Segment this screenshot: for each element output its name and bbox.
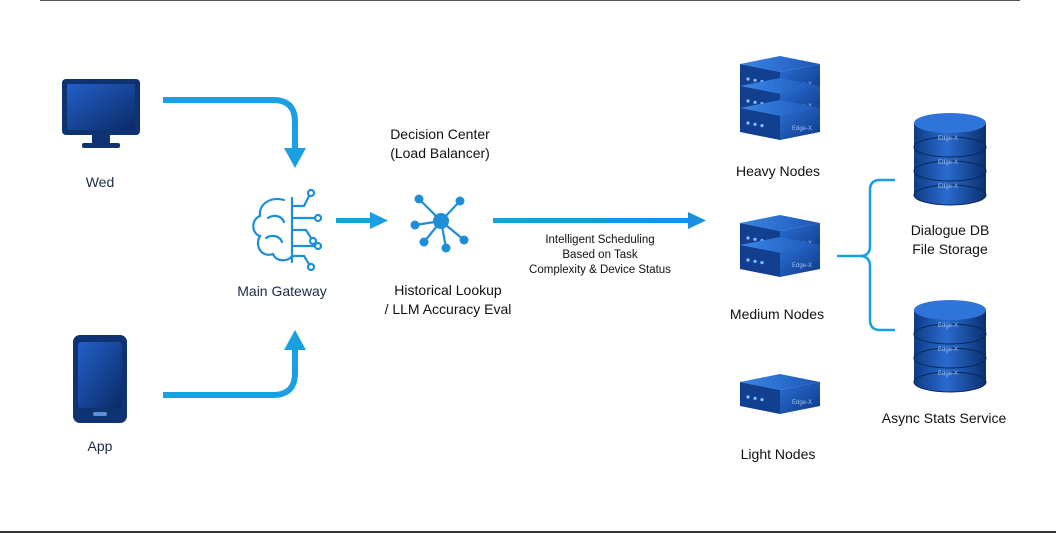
dialogue-db-line1: Dialogue DB <box>910 222 990 238</box>
arrow-decision-to-nodes <box>493 212 706 229</box>
scheduling-caption: Intelligent Scheduling Based on Task Com… <box>505 233 695 278</box>
decision-center-subtitle: Historical Lookup / LLM Accuracy Eval <box>368 281 528 319</box>
scheduling-line2: Based on Task <box>562 249 638 261</box>
decision-center-title-line2: (Load Balancer) <box>390 145 490 161</box>
stats-db-cylinder: Edge-X Edge-X Edge-X <box>913 300 987 393</box>
decision-center-title-line1: Decision Center <box>390 126 490 142</box>
db-badge: Edge-X <box>938 323 958 329</box>
top-rule <box>40 0 1020 1</box>
smartphone-icon <box>73 335 127 423</box>
scheduling-line1: Intelligent Scheduling <box>545 234 655 246</box>
brain-circuit-icon <box>252 188 323 272</box>
stats-service-label: Async Stats Service <box>881 410 1007 426</box>
server-badge: Edge-X <box>792 126 812 132</box>
decision-center-title: Decision Center (Load Balancer) <box>370 125 510 163</box>
db-badge: Edge-X <box>938 136 958 142</box>
light-nodes-label: Light Nodes <box>740 446 816 462</box>
db-badge: Edge-X <box>938 347 958 353</box>
db-badge: Edge-X <box>938 184 958 190</box>
medium-server-unit: Edge-X <box>740 237 820 277</box>
decision-center-sub-line2: / LLM Accuracy Eval <box>384 301 512 317</box>
db-badge: Edge-X <box>938 160 958 166</box>
medium-nodes-label: Medium Nodes <box>729 306 825 322</box>
server-badge: Edge-X <box>792 400 812 406</box>
heavy-server-unit: Edge-X <box>740 100 820 140</box>
app-client-label: App <box>87 438 113 454</box>
arrow-app-to-gateway <box>163 330 306 398</box>
database-stacks: Edge-X Edge-X Edge-X Edge-X Edge-X Edge-X <box>913 113 987 393</box>
arrow-gateway-to-decision <box>336 212 388 229</box>
server-badge: Edge-X <box>792 263 812 269</box>
network-hub-icon <box>410 194 469 253</box>
gateway-label: Main Gateway <box>237 283 327 299</box>
dialogue-db-cylinder: Edge-X Edge-X Edge-X <box>913 113 987 206</box>
scheduling-line3: Complexity & Device Status <box>529 264 671 276</box>
bottom-rule <box>0 531 1056 533</box>
monitor-icon <box>62 79 140 148</box>
heavy-nodes-label: Heavy Nodes <box>735 163 821 179</box>
arrow-web-to-gateway <box>163 97 306 168</box>
dialogue-db-label: Dialogue DB File Storage <box>890 221 1010 259</box>
brace-connector <box>837 178 895 332</box>
db-badge: Edge-X <box>938 371 958 377</box>
dialogue-db-line2: File Storage <box>912 241 988 257</box>
web-client-label: Wed <box>85 174 115 190</box>
light-server-unit: Edge-X <box>740 374 820 414</box>
decision-center-sub-line1: Historical Lookup <box>394 282 502 298</box>
